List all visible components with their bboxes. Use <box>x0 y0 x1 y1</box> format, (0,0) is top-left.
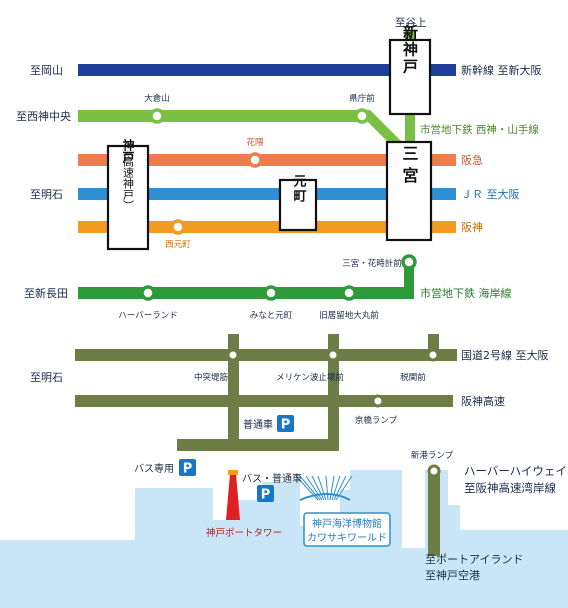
sannomiya-hanadokei-label: 三宮・花時計前 <box>342 258 402 269</box>
station-circles <box>140 108 417 301</box>
museum-label-box <box>303 512 391 547</box>
sannomiya-name: 三宮 <box>400 145 419 189</box>
hankyu-line <box>78 154 456 166</box>
minatomotomachi-label: みなと元町 <box>250 311 293 321</box>
to-kobe-airport-label: 至神戸空港 <box>425 568 480 582</box>
harborland-station-marker <box>140 285 156 301</box>
junction-meriken <box>326 348 340 362</box>
harbor-highway-label-2: 至阪神高速湾岸線 <box>464 481 556 495</box>
parking-letter: P <box>183 462 193 477</box>
museum-icon <box>295 475 353 501</box>
kaigan-right-label: 市営地下鉄 海岸線 <box>420 286 512 300</box>
parking-letter: P <box>261 488 271 503</box>
okurayama-label: 大倉山 <box>144 93 170 104</box>
hankyu-label: 阪急 <box>461 153 483 167</box>
hanshin-expressway-road <box>75 395 453 407</box>
harbor-highway-label-1: ハーバーハイウェイ <box>464 464 567 478</box>
road-meriken <box>328 334 339 451</box>
hanakuma-label: 花隈 <box>246 137 264 148</box>
junction-zeikan <box>426 348 440 362</box>
route2-road <box>75 349 457 361</box>
shinko-ramp-marker <box>427 464 441 478</box>
kyukyoryuchi-label: 旧居留地大丸前 <box>319 310 379 321</box>
parking-icon-futsusha <box>277 415 294 432</box>
parking-letter: P <box>281 418 291 433</box>
nishimotomachi-label: 西元町 <box>165 240 191 250</box>
port-tower-shape <box>226 474 240 520</box>
jr-right-label: ＪＲ 至大阪 <box>461 187 520 201</box>
hanakuma-station-marker <box>247 152 263 168</box>
to-port-island-label: 至ポートアイランド <box>425 553 523 566</box>
museum-label-2: カワサキワールド <box>307 532 387 544</box>
shinkansen-left-label: 至岡山 <box>30 64 63 77</box>
road-markers <box>226 348 441 478</box>
minatomotomachi-station-marker <box>263 285 279 301</box>
kenchomae-label: 県庁前 <box>349 93 375 104</box>
bus-futsusha-label: バス・普通車 <box>242 472 302 485</box>
parking-icon-bus-only <box>179 459 196 476</box>
kobe-station-box <box>106 144 150 251</box>
motomachi-name: 元町 <box>291 174 307 204</box>
seishin-left-label: 至西神中央 <box>16 109 71 123</box>
kyukyoryuchi-station-marker <box>341 285 357 301</box>
harbor-highway-road <box>428 468 440 556</box>
junction-chuotottei <box>226 348 240 362</box>
hanshin-expressway-label: 阪神高速 <box>461 394 505 408</box>
seishin-right-label: 市営地下鉄 西神・山手線 <box>420 123 539 136</box>
harborland-label: ハーバーランド <box>118 311 177 321</box>
kobe-subname: （高速神戸） <box>122 145 135 211</box>
road-chuotottei <box>228 334 239 451</box>
museum-label-1: 神戸海洋博物館 <box>312 517 382 530</box>
parking-icons: P P P <box>179 415 294 503</box>
seishin-yamate-vertical <box>405 110 415 150</box>
shinko-ramp-label: 新港ランプ <box>411 450 454 461</box>
station-boxes <box>106 38 433 251</box>
jr-line <box>78 188 456 200</box>
port-tower-icon <box>226 470 240 520</box>
parking-icon-bus-car <box>257 485 274 502</box>
hanshin-label: 阪神 <box>461 220 483 234</box>
kobe-name: 神戸 <box>121 138 135 164</box>
road-network <box>75 334 457 556</box>
port-tower-label: 神戸ポートタワー <box>206 527 282 539</box>
kenchomae-station-marker <box>354 108 370 124</box>
kaigan-left-label: 至新長田 <box>24 286 68 300</box>
shin-kobe-name: 新神戸 <box>401 24 419 76</box>
shin-kobe-station-box <box>388 38 432 116</box>
nishimotomachi-station-marker <box>170 219 186 235</box>
port-tower-top <box>228 470 238 475</box>
road-lower-connector <box>177 439 339 451</box>
shinkansen-right-label: 新幹線 至新大阪 <box>461 63 542 77</box>
zeikanmae-label: 税関前 <box>400 372 426 383</box>
kyobashi-ramp-label: 京橋ランプ <box>355 415 398 426</box>
route2-left-label: 至明石 <box>30 371 63 384</box>
meriken-label: メリケン波止場前 <box>276 372 344 383</box>
kaigan-line <box>78 287 414 299</box>
futsusha-label: 普通車 <box>243 418 273 431</box>
route2-right-label: 国道2号線 至大阪 <box>461 348 549 362</box>
road-zeikan <box>428 334 439 361</box>
kyobashi-ramp-marker <box>371 394 385 408</box>
to-tanigami-label: 至谷上 <box>395 17 427 29</box>
seishin-yamate-line <box>78 110 362 122</box>
shinkansen-line <box>78 64 456 76</box>
motomachi-station-box <box>278 178 318 232</box>
bus-only-label: バス専用 <box>134 463 174 475</box>
jr-left-label: 至明石 <box>30 188 63 201</box>
kaigan-line-vertical <box>404 262 414 299</box>
sannomiya-station-box <box>385 140 433 242</box>
sannomiya-hanadokei-station-marker <box>401 254 417 270</box>
okurayama-station-marker <box>149 108 165 124</box>
chuotottei-label: 中突堤筋 <box>194 372 228 383</box>
sea-area <box>0 470 568 608</box>
